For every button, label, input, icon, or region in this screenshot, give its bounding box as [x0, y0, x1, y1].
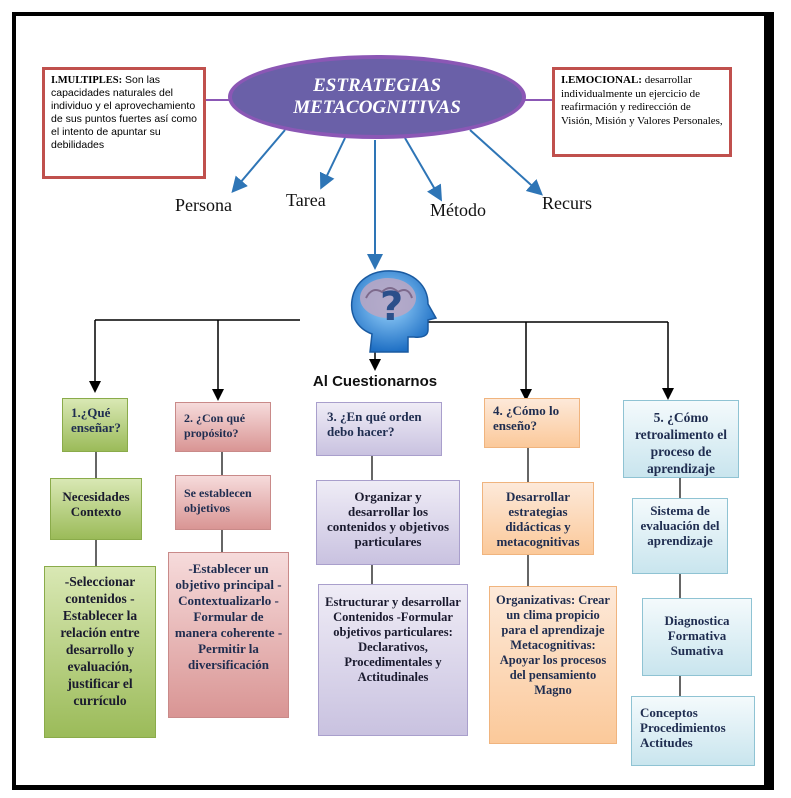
col2-box2: Se establecen objetivos — [175, 475, 271, 530]
note-multiples: I.MULTIPLES: Son las capacidades natural… — [42, 67, 206, 179]
note-emocional-label: I.EMOCIONAL: — [561, 74, 642, 86]
col4-box2: Desarrollar estrategias didácticas y met… — [482, 482, 594, 555]
col2-box3: -Establecer un objetivo principal -Conte… — [168, 552, 289, 718]
question-box-3: 3. ¿En qué orden debo hacer? — [316, 402, 442, 456]
col5-box2: Sistema de evaluación del aprendizaje — [632, 498, 728, 574]
subtitle-cuestionarnos: Al Cuestionarnos — [312, 373, 438, 390]
category-tarea: Tarea — [286, 190, 326, 210]
note-emocional: I.EMOCIONAL: desarrollar individualmente… — [552, 67, 732, 157]
page-frame — [12, 12, 774, 790]
col3-box3: Estructurar y desarrollar Contenidos -Fo… — [318, 584, 468, 736]
category-persona: Persona — [175, 195, 232, 215]
head-with-question-mark-icon: ? — [350, 270, 438, 353]
title-ellipse: ESTRATEGIAS METACOGNITIVAS — [228, 55, 526, 139]
category-recurs: Recurs — [542, 193, 592, 213]
col1-box3: -Seleccionar contenidos -Establecer la r… — [44, 566, 156, 738]
note-emocional-text: desarrollar individualmente un ejercicio… — [561, 74, 723, 127]
note-multiples-label: I.MULTIPLES: — [51, 75, 123, 86]
col1-box2: Necesidades Contexto — [50, 478, 142, 540]
svg-text:?: ? — [380, 284, 403, 330]
question-box-2: 2. ¿Con qué propósito? — [175, 402, 271, 452]
col3-box2: Organizar y desarrollar los contenidos y… — [316, 480, 460, 565]
question-box-1: 1.¿Qué enseñar? — [62, 398, 128, 452]
category-metodo: Método — [430, 200, 486, 220]
note-multiples-text: Son las capacidades naturales del indivi… — [51, 74, 197, 151]
col5-box3: Diagnostica Formativa Sumativa — [642, 598, 752, 676]
col5-box4: Conceptos Procedimientos Actitudes — [631, 696, 755, 766]
title-line1: ESTRATEGIAS — [313, 75, 441, 96]
question-box-4: 4. ¿Cómo lo enseño? — [484, 398, 580, 448]
col4-box3: Organizativas: Crear un clima propicio p… — [489, 586, 617, 744]
title-line2: METACOGNITIVAS — [293, 97, 461, 118]
question-box-5: 5. ¿Cómo retroalimento el proceso de apr… — [623, 400, 739, 478]
